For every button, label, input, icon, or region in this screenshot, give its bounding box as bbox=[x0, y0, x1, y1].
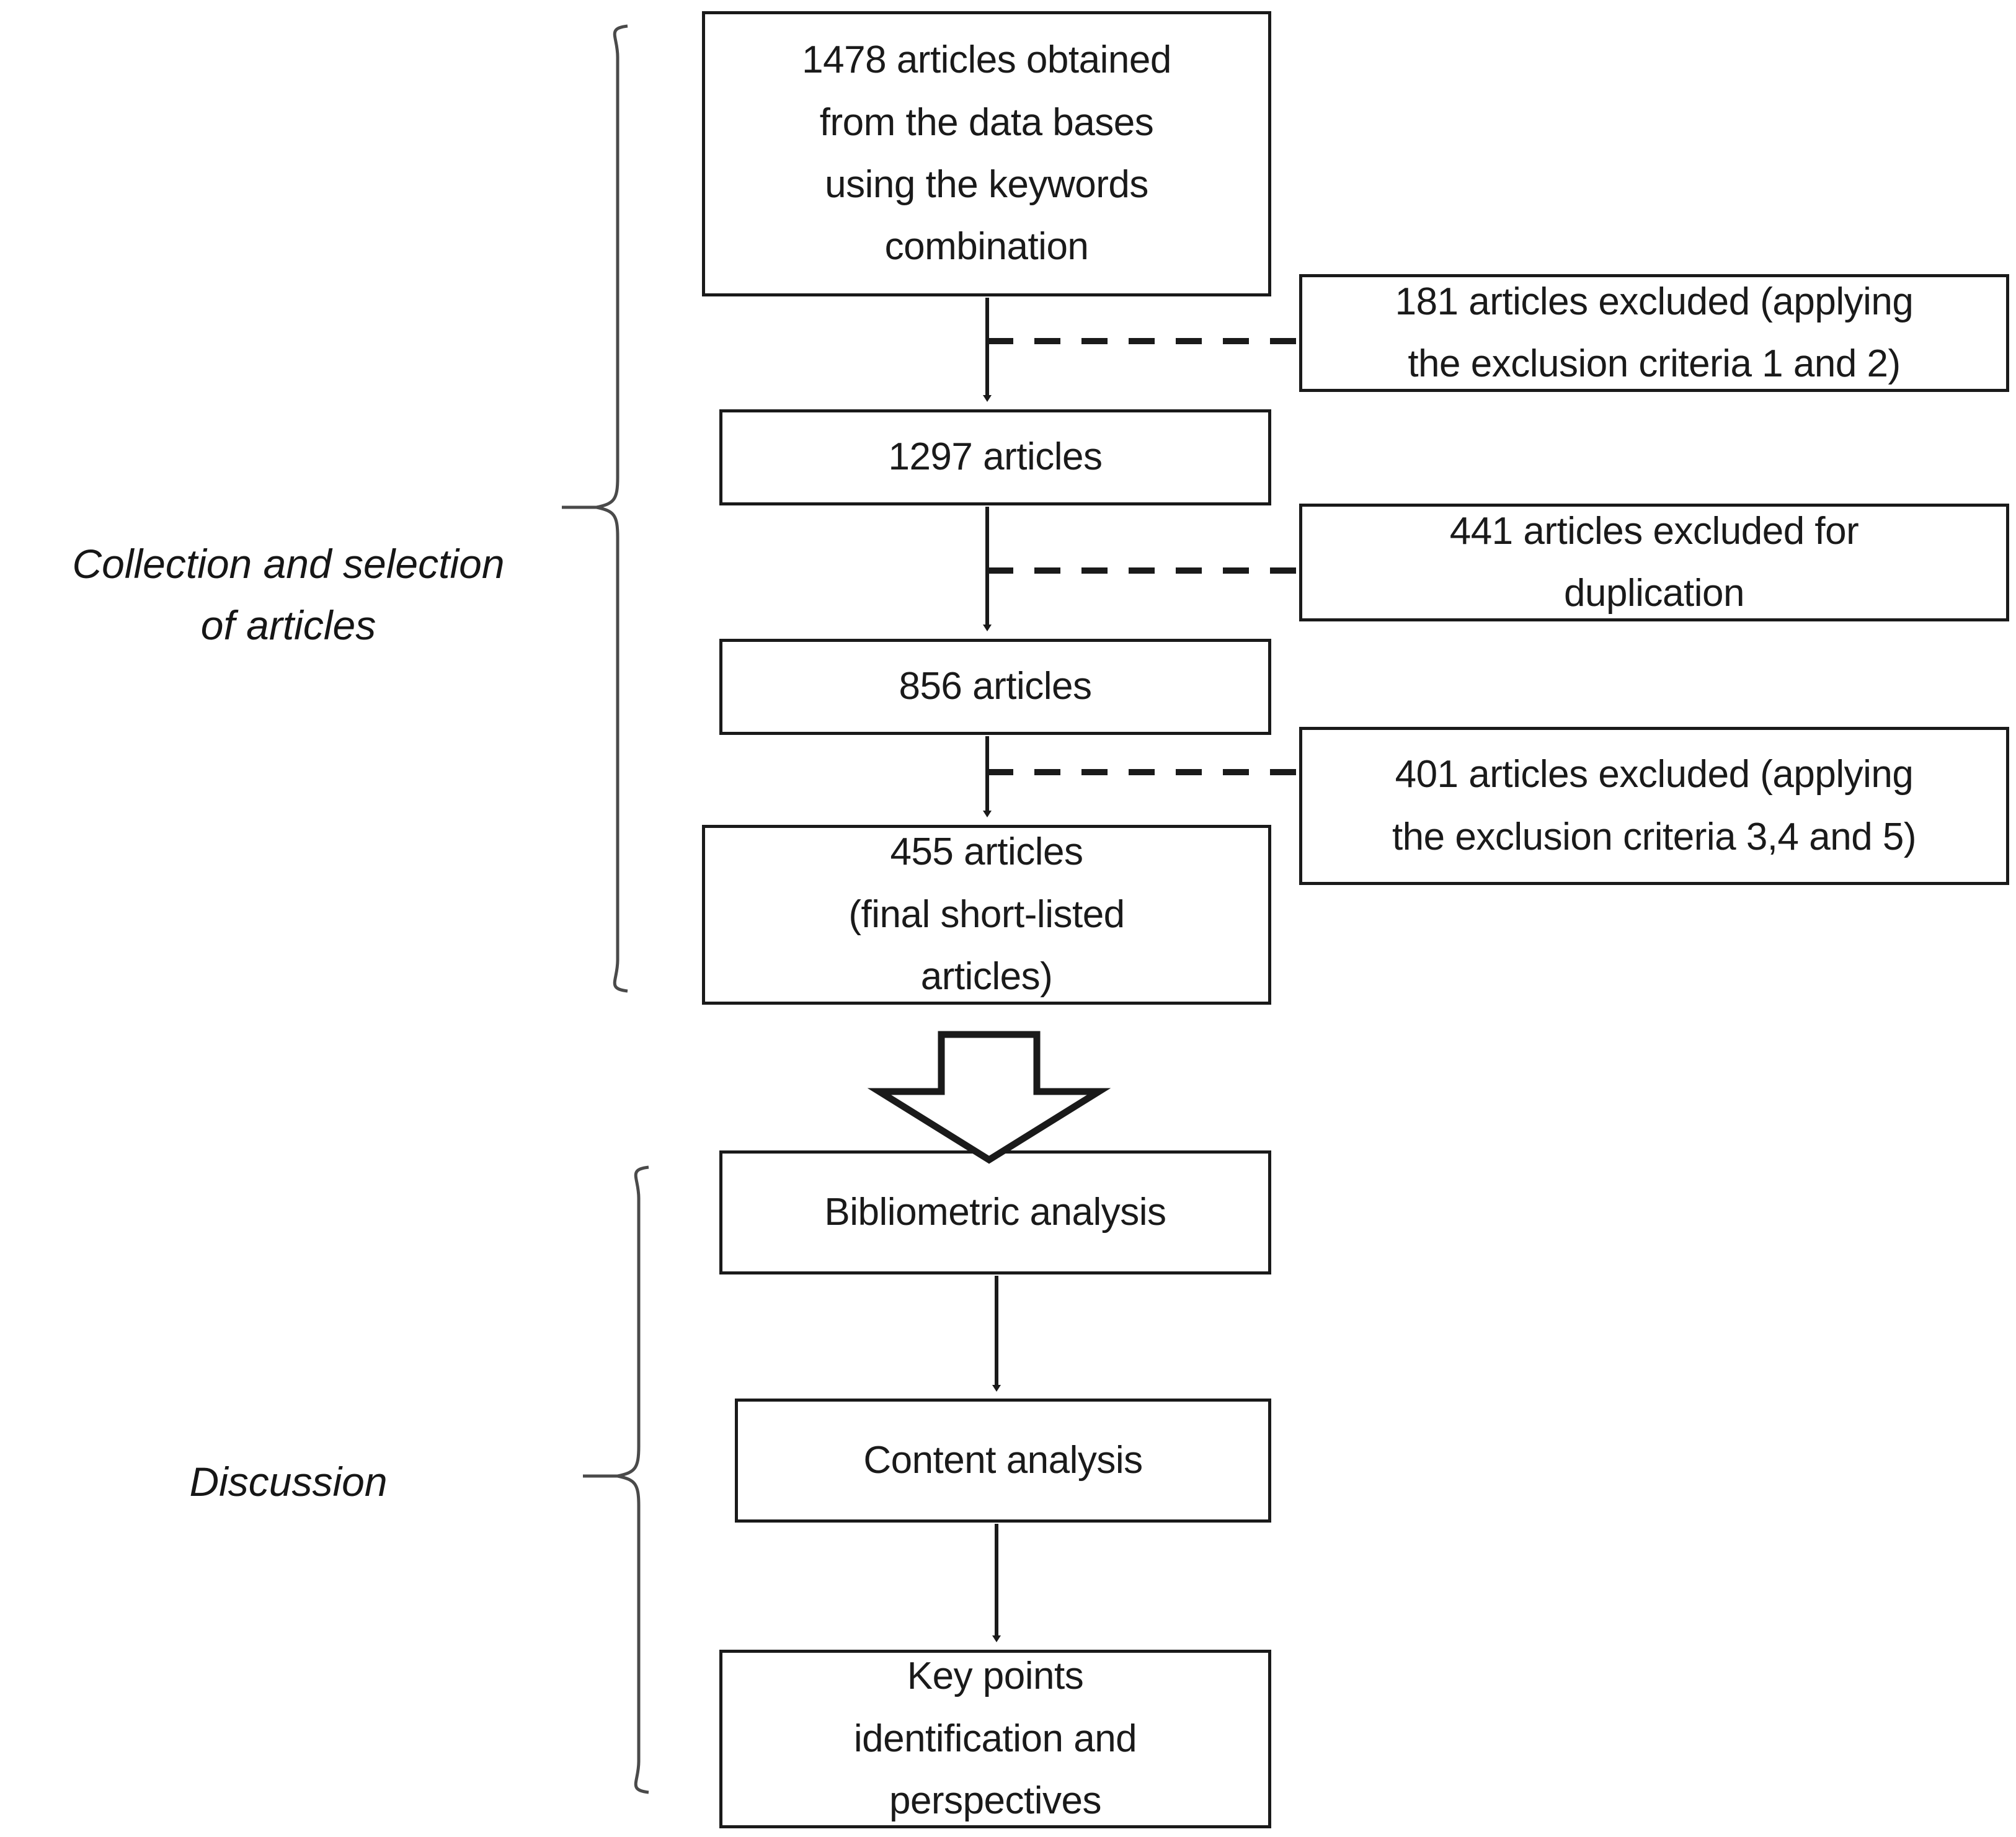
brace-discussion bbox=[617, 1165, 649, 1794]
brace-collection bbox=[596, 24, 628, 993]
exclusion-node-line: duplication bbox=[1564, 572, 1744, 615]
flow-node-1297-articles: 1297 articles bbox=[719, 409, 1271, 505]
flow-node-content-analysis: Content analysis bbox=[735, 1399, 1271, 1523]
exclusion-node-line: the exclusion criteria 1 and 2) bbox=[1408, 342, 1901, 385]
exclusion-node-441-articles: 441 articles excluded for duplication bbox=[1299, 504, 2009, 621]
flow-node-line: 856 articles bbox=[899, 665, 1092, 708]
exclusion-node-401-articles: 401 articles excluded (applying the excl… bbox=[1299, 727, 2009, 885]
section-label-discussion: Discussion bbox=[6, 1451, 571, 1513]
exclusion-node-181-articles: 181 articles excluded (applying the excl… bbox=[1299, 274, 2009, 392]
section-label-collection-line-1: Collection and selection bbox=[72, 541, 505, 587]
flow-node-856-articles: 856 articles bbox=[719, 639, 1271, 735]
flow-node-line: 455 articles bbox=[890, 830, 1083, 874]
flow-node-line: Key points bbox=[907, 1655, 1084, 1698]
section-label-discussion-line-1: Discussion bbox=[189, 1459, 388, 1505]
flow-node-articles-obtained: 1478 articles obtained from the data bas… bbox=[702, 11, 1271, 296]
flow-node-line: identification and bbox=[853, 1717, 1137, 1760]
exclusion-node-line: 441 articles excluded for bbox=[1449, 509, 1859, 553]
exclusion-node-line: 401 articles excluded (applying bbox=[1395, 753, 1914, 796]
block-arrow-section-transition bbox=[867, 1031, 1111, 1164]
flow-node-line: Bibliometric analysis bbox=[824, 1190, 1166, 1234]
flow-node-line: perspectives bbox=[889, 1779, 1102, 1823]
section-label-collection-line-2: of articles bbox=[200, 602, 376, 648]
section-label-collection: Collection and selection of articles bbox=[6, 533, 571, 656]
flow-node-line: 1478 articles obtained bbox=[802, 38, 1171, 82]
flow-node-bibliometric-analysis: Bibliometric analysis bbox=[719, 1150, 1271, 1274]
flow-node-line: Content analysis bbox=[863, 1438, 1143, 1482]
flow-node-line: 1297 articles bbox=[888, 435, 1103, 479]
exclusion-node-line: the exclusion criteria 3,4 and 5) bbox=[1392, 815, 1917, 858]
flow-node-line: articles) bbox=[920, 955, 1053, 999]
flow-node-line: (final short-listed bbox=[848, 892, 1125, 936]
flow-node-key-points: Key points identification and perspectiv… bbox=[719, 1650, 1271, 1828]
flow-node-455-articles-final: 455 articles (final short-listed article… bbox=[702, 825, 1271, 1005]
flow-node-line: using the keywords bbox=[825, 163, 1148, 206]
exclusion-node-line: 181 articles excluded (applying bbox=[1395, 280, 1914, 323]
flow-node-line: from the data bases bbox=[819, 100, 1154, 144]
flow-node-line: combination bbox=[884, 225, 1089, 269]
